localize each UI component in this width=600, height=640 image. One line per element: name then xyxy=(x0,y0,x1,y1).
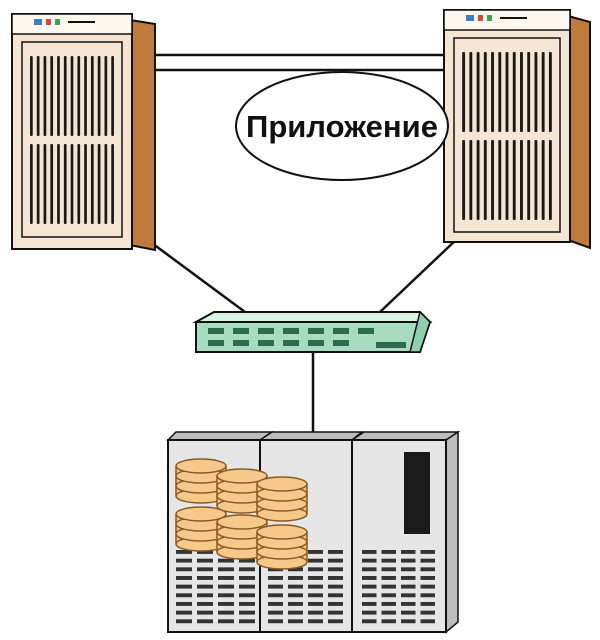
left-server-to-switch-link xyxy=(144,236,246,314)
right-server-icon xyxy=(443,9,591,250)
disk-stack-icon xyxy=(175,458,308,570)
network-switch-icon xyxy=(192,310,433,353)
left-server-icon xyxy=(11,13,156,252)
application-label: Приложение xyxy=(246,109,438,144)
right-server-to-switch-link xyxy=(379,237,459,313)
application-bubble: Приложение xyxy=(235,71,449,181)
connections xyxy=(144,53,459,436)
